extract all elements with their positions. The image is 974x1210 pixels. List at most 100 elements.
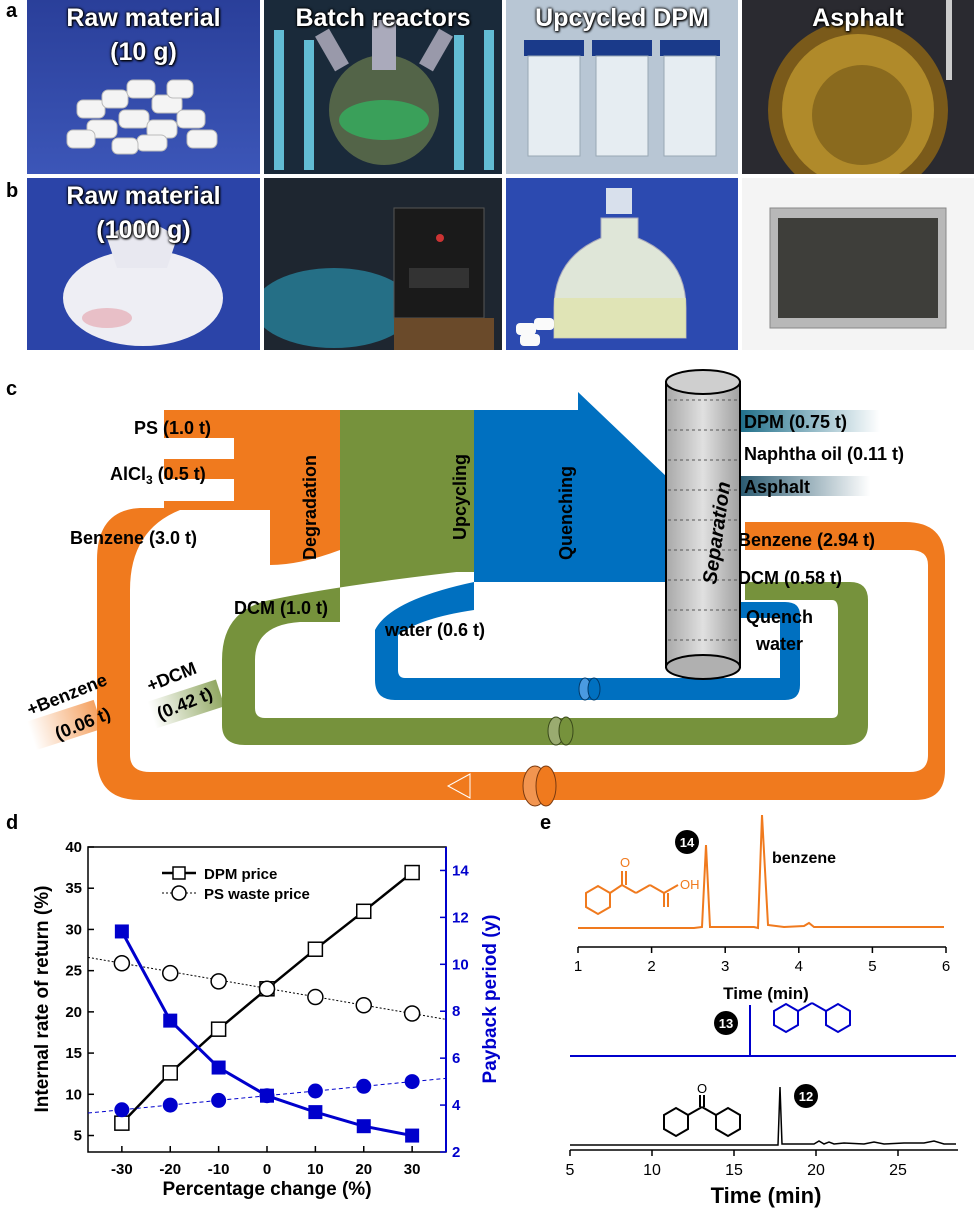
chart-d-xtick-label: -10: [208, 1161, 230, 1178]
chart-d-xtick-label: -20: [159, 1161, 181, 1178]
chart-d-point-payback-dpm: [163, 1013, 178, 1028]
structure-12-icon: [663, 1095, 741, 1138]
photo-title: Raw material: [66, 4, 221, 32]
chart-d-xtick-label: -30: [111, 1161, 133, 1178]
chromatogram-bottom: [570, 1086, 956, 1146]
chart-e-bottom-xtick-label: 10: [643, 1162, 661, 1179]
compound-13-badge: 13: [719, 1016, 733, 1031]
photo-asphalt-tray: [742, 178, 974, 350]
chromatogram-top: [578, 815, 944, 930]
chart-d-ytick-right-label: 14: [452, 862, 469, 879]
chart-d-ytick-right-label: 4: [452, 1097, 461, 1114]
flow-input-benzene: Benzene (3.0 t): [70, 528, 197, 548]
panel-label-e: e: [540, 812, 552, 834]
chart-d-point-dpm: [114, 1115, 130, 1131]
structure-12-o: O: [697, 1081, 707, 1096]
chart-e-top-xtick-label: 6: [942, 958, 950, 975]
chart-d-point-payback-ps: [211, 1092, 227, 1108]
chart-e-bottom-xtick-label: 5: [566, 1162, 575, 1179]
compound-14-badge: 14: [680, 835, 695, 850]
stage-degradation: Degradation: [300, 455, 320, 560]
chart-e-top-xtick-label: 2: [647, 958, 655, 975]
chart-d-xtick-label: 20: [355, 1161, 372, 1178]
photo-batch-reactors: Batch reactors: [264, 0, 502, 174]
chart-d-point-dpm: [404, 864, 420, 881]
chart-d-ytick-left-label: 30: [65, 921, 82, 938]
pump-water-icon: [578, 677, 601, 701]
chart-e-top-xtick-label: 1: [574, 958, 582, 975]
chart-d-point-payback-dpm: [308, 1105, 323, 1120]
chart-d-xtick-label: 10: [307, 1161, 324, 1178]
photo-subtitle: (10 g): [110, 38, 177, 66]
water-recycle-loop: [375, 582, 800, 700]
chart-d-ytick-left-label: 35: [65, 880, 82, 897]
chart-d-point-ps: [210, 973, 227, 990]
chart-e-bottom-xtick-label: 20: [807, 1162, 825, 1179]
chart-d-point-payback-dpm: [211, 1060, 226, 1075]
structure-14-o: O: [620, 855, 630, 870]
chart-d-ylabel-right: Payback period (y): [480, 915, 501, 1084]
peak-label-benzene: benzene: [772, 850, 836, 867]
chart-d-point-dpm: [307, 941, 324, 957]
quenching-flow: [474, 392, 668, 582]
structure-13-icon: [773, 1002, 851, 1034]
flow-input-alcl3: AlCl3 (0.5 t): [110, 464, 206, 487]
chart-d-point-ps: [258, 980, 276, 998]
chart-d-ytick-left-label: 40: [65, 839, 82, 856]
photo-title: Batch reactors: [295, 4, 471, 32]
chart-d-xtick-label: 30: [404, 1161, 421, 1178]
panel-label-b: b: [6, 180, 19, 202]
photo-raw-material-1000g: Raw material (1000 g): [27, 178, 260, 350]
chart-d-point-ps: [113, 954, 131, 972]
legend-ps-waste-price: PS waste price: [204, 886, 310, 903]
chart-d-point-payback-dpm: [114, 924, 129, 939]
chart-d-ylabel-left: Internal rate of return (%): [32, 886, 53, 1113]
photo-subtitle: (1000 g): [96, 216, 191, 244]
chart-d-point-payback-dpm: [356, 1119, 371, 1134]
structure-14-icon: [585, 871, 679, 916]
recycle-benzene: Benzene (2.94 t): [738, 530, 875, 550]
recycle-dcm: DCM (0.58 t): [738, 568, 842, 588]
chart-e-top-xtick-label: 3: [721, 958, 729, 975]
chart-e-top-xtick-label: 4: [795, 958, 803, 975]
chart-d-ytick-left-label: 15: [65, 1045, 82, 1062]
chart-d-legend: DPM price PS waste price: [162, 866, 310, 903]
photo-scaled-reactor: [264, 178, 502, 350]
chart-d-point-payback-ps: [356, 1078, 372, 1094]
chart-d-point-payback-ps: [259, 1088, 275, 1104]
separation-column: [665, 369, 741, 680]
stage-quenching: Quenching: [556, 466, 576, 560]
chart-d-point-payback-ps: [114, 1102, 130, 1118]
recycle-quench: Quench: [746, 607, 813, 627]
chart-d-ytick-right-label: 6: [452, 1050, 460, 1067]
pump-dcm-icon: [547, 716, 574, 746]
chart-d-point-payback-ps: [307, 1083, 323, 1099]
panel-label-d: d: [6, 812, 19, 834]
loop-label-dcm: DCM (1.0 t): [234, 598, 328, 618]
product-asphalt: Asphalt: [744, 477, 810, 497]
chart-d-ytick-right-label: 12: [452, 909, 469, 926]
photo-dpm-bottle: [506, 178, 738, 350]
chart-d-ytick-left-label: 20: [65, 1004, 82, 1021]
chart-d-ytick-left-label: 5: [74, 1128, 82, 1145]
chart-d-ytick-right-label: 8: [452, 1003, 460, 1020]
chart-e-top-xtick-label: 5: [868, 958, 876, 975]
chart-d-point-ps: [161, 964, 179, 982]
chart-d-xtick-label: 0: [263, 1161, 271, 1178]
chart-d-point-ps: [307, 988, 324, 1006]
chart-d-trend-line: [87, 1077, 447, 1114]
structure-14-oh: OH: [680, 877, 700, 892]
chart-d-ytick-left-label: 10: [65, 1086, 82, 1103]
chart-d-point-ps: [403, 1005, 421, 1022]
recycle-water: water: [755, 634, 803, 654]
photo-asphalt: Asphalt: [742, 0, 974, 174]
chart-d-point-dpm: [210, 1021, 227, 1037]
chart-d-point-dpm: [356, 903, 372, 920]
photo-title: Upcycled DPM: [535, 4, 709, 32]
panel-label-c: c: [6, 378, 18, 400]
stage-upcycling: Upcycling: [450, 454, 470, 540]
chart-e-bottom-xtick-label: 15: [725, 1162, 743, 1179]
chart-e-bottom-xtick-label: 25: [889, 1162, 907, 1179]
pump-benzene-icon: [522, 765, 557, 807]
